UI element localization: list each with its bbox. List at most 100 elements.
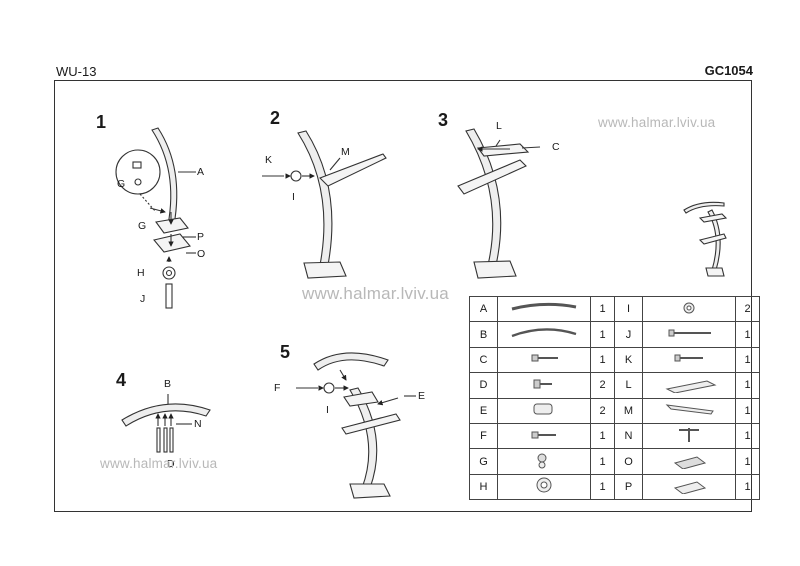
step5-label-f: F: [274, 382, 281, 394]
step5-drawing: [296, 352, 416, 499]
step3-label-c: C: [552, 141, 560, 153]
nut-icon: [537, 453, 547, 469]
step-number-4: 4: [116, 370, 127, 390]
watermark-center: www.halmar.lviv.ua: [302, 284, 449, 303]
step2-label-m: M: [341, 146, 350, 158]
part-letter: I: [614, 295, 643, 323]
part-quantity: 1: [735, 321, 760, 348]
part-quantity: 1: [735, 473, 760, 501]
model-label: WU-13: [56, 64, 97, 79]
top-plate-icon: [642, 473, 736, 501]
part-quantity: 1: [590, 321, 615, 348]
trouser-bar-icon: [665, 404, 714, 415]
long-bolt-icon: [642, 321, 736, 348]
step1-label-a: A: [197, 166, 205, 178]
part-quantity: 1: [735, 397, 760, 424]
short-bolt-d-icon: [533, 379, 552, 389]
washer-icon: [683, 302, 695, 314]
large-washer-icon: [536, 477, 552, 493]
part-quantity: 2: [590, 397, 615, 424]
base-plate-icon: [673, 456, 707, 470]
part-quantity: 1: [735, 346, 760, 374]
step2-label-i: I: [292, 191, 295, 203]
bolt-f-icon: [531, 431, 556, 439]
washer-icon: [642, 295, 736, 323]
step5-label-e: E: [418, 390, 426, 402]
long-bolt-icon: [668, 329, 711, 337]
product-code: GC1054: [704, 63, 753, 78]
bolt-k-icon: [642, 346, 736, 374]
bolt-f-icon: [497, 422, 591, 450]
step4-label-b: B: [164, 378, 172, 390]
step-number-2: 2: [270, 108, 281, 128]
step-number-3: 3: [438, 110, 449, 130]
part-letter: F: [469, 422, 498, 450]
top-arm-b-icon: [497, 321, 591, 348]
step3-label-l: L: [496, 120, 502, 132]
part-letter: D: [469, 372, 498, 399]
frame-arm-a-icon: [511, 302, 577, 311]
large-washer-icon: [497, 473, 591, 501]
watermark-top-right: www.halmar.lviv.ua: [598, 115, 716, 130]
watermark-bottom-left: www.halmar.lviv.ua: [100, 456, 218, 471]
step4-drawing: [121, 394, 211, 453]
part-quantity: 1: [590, 473, 615, 501]
part-quantity: 1: [735, 422, 760, 450]
part-letter: K: [614, 346, 643, 374]
frame-arm-a-icon: [497, 295, 591, 323]
step3-preview-drawing: [683, 201, 728, 277]
step1-label-p: P: [197, 231, 205, 243]
top-arm-b-icon: [511, 328, 577, 338]
step4-label-n: N: [194, 418, 202, 430]
part-letter: J: [614, 321, 643, 348]
part-quantity: 2: [590, 372, 615, 399]
base-plate-icon: [642, 448, 736, 475]
bracket-icon: [642, 422, 736, 450]
step1-label-h: H: [137, 267, 145, 279]
part-letter: M: [614, 397, 643, 424]
part-letter: O: [614, 448, 643, 475]
part-quantity: 1: [590, 346, 615, 374]
step1-label-o: O: [197, 248, 206, 260]
step2-label-k: K: [265, 154, 273, 166]
trouser-bar-icon: [642, 397, 736, 424]
tray-icon: [665, 380, 717, 394]
step2-drawing: [262, 130, 387, 279]
part-letter: P: [614, 473, 643, 501]
part-quantity: 2: [735, 295, 760, 323]
part-letter: N: [614, 422, 643, 450]
bolt-c-icon: [497, 346, 591, 374]
part-letter: E: [469, 397, 498, 424]
step3-drawing: [457, 128, 541, 279]
bolt-k-icon: [674, 354, 703, 362]
nut-icon: [497, 448, 591, 475]
step1-label-j: J: [140, 293, 146, 305]
step1-label-g: G: [138, 220, 147, 232]
part-letter: A: [469, 295, 498, 323]
bolt-c-icon: [531, 354, 558, 362]
step4-label-d: D: [167, 458, 175, 470]
part-quantity: 1: [590, 295, 615, 323]
end-cap-icon: [497, 397, 591, 424]
step-number-1: 1: [96, 112, 107, 132]
end-cap-icon: [533, 403, 553, 415]
short-bolt-d-icon: [497, 372, 591, 399]
part-letter: L: [614, 372, 643, 399]
part-quantity: 1: [735, 448, 760, 475]
top-plate-icon: [673, 481, 707, 495]
tray-icon: [642, 372, 736, 399]
bracket-icon: [679, 427, 699, 442]
part-quantity: 1: [735, 372, 760, 399]
step5-label-i: I: [326, 404, 329, 416]
step1-label-g-detail: G: [117, 178, 126, 190]
part-letter: C: [469, 346, 498, 374]
